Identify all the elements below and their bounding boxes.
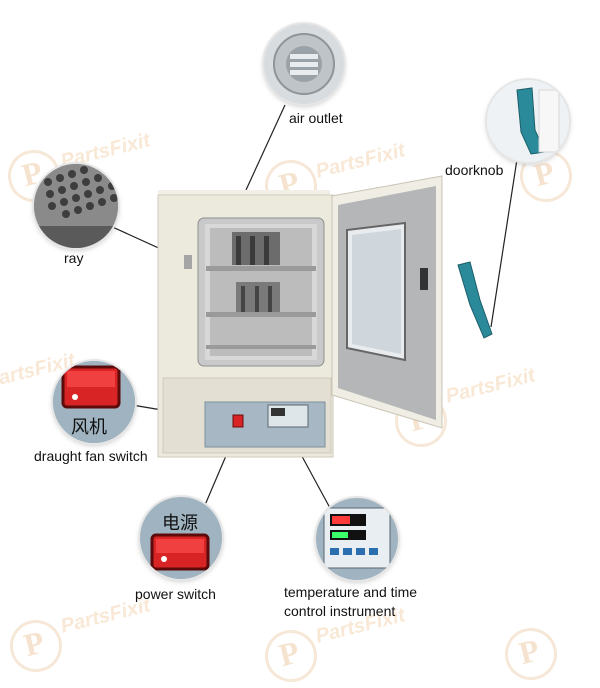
air-outlet-icon bbox=[273, 33, 335, 95]
tray-icon bbox=[34, 164, 118, 248]
fan-switch-icon bbox=[53, 361, 135, 443]
ray-label: ray bbox=[64, 250, 84, 266]
power-switch-icon bbox=[150, 533, 210, 571]
draught-fan-switch-label: draught fan switch bbox=[34, 448, 148, 464]
power-switch-callout: 电源 bbox=[140, 497, 222, 579]
power-switch-chinese-text: 电源 bbox=[162, 513, 198, 534]
temp-controller-icon bbox=[316, 498, 398, 580]
temp-controller-callout bbox=[316, 498, 398, 580]
doorknob-callout bbox=[487, 80, 569, 162]
doorknob-icon bbox=[487, 80, 569, 162]
fan-switch-callout: 风机 bbox=[53, 361, 135, 443]
doorknob-label: doorknob bbox=[445, 162, 504, 178]
fan-switch-chinese-text: 风机 bbox=[71, 417, 107, 438]
air-outlet-label: air outlet bbox=[289, 110, 343, 126]
power-switch-label: power switch bbox=[135, 586, 216, 602]
temp-control-label-line1: temperature and time bbox=[284, 584, 418, 600]
ray-callout bbox=[34, 164, 118, 248]
temp-control-label-line2: control instrument bbox=[284, 603, 396, 619]
air-outlet-callout bbox=[264, 24, 344, 104]
